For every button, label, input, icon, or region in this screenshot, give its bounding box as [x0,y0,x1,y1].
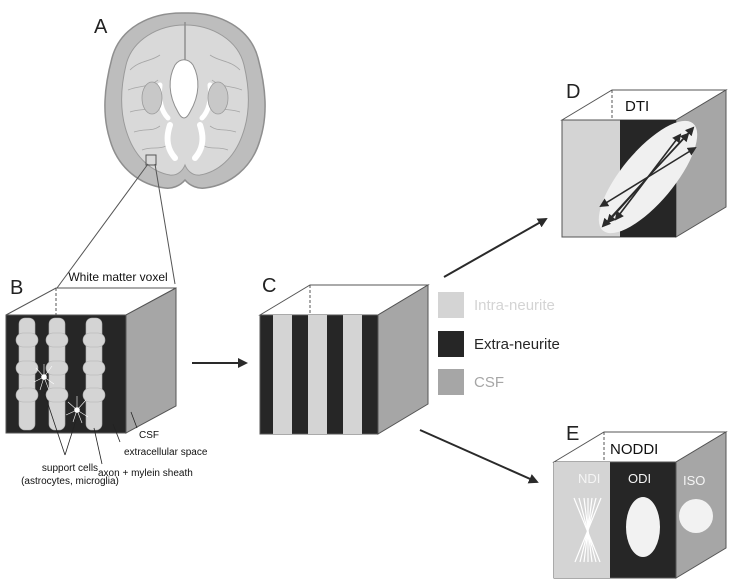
voxel-d: DTI [560,89,728,238]
noddi-title: NODDI [610,441,658,458]
ndi-fiber-fan [573,497,602,563]
label-support-cells-2: (astrocytes, microglia) [21,476,119,487]
voxel-e: NODDI NDI ODI ISO [552,431,728,579]
brain-illustration [104,12,266,189]
zoom-line-left [56,163,149,289]
label-extracellular: extracellular space [124,447,208,458]
legend-label-extra: Extra-neurite [474,336,560,353]
label-support-cells-1: support cells [42,463,98,474]
tensor-arrows [599,126,697,228]
odi-ellipse [626,497,660,557]
iso-label: ISO [683,473,705,488]
annotation-pointers [43,391,138,465]
voxel-marker [145,154,157,166]
voxel-c [258,284,430,435]
panel-c-label: C [262,275,276,297]
voxel-b [5,287,177,434]
legend-label-csf: CSF [474,374,504,391]
dti-title: DTI [625,98,649,115]
iso-circle [679,499,713,533]
label-csf-b: CSF [139,430,159,441]
arrow-c-to-e [419,429,539,484]
zoom-line-right [154,163,176,285]
glial-cells [33,364,89,424]
panel-b-label: B [10,277,23,299]
arrow-c-to-d [443,218,548,278]
legend-label-intra: Intra-neurite [474,297,555,314]
axon-bundle [15,317,106,431]
legend-swatch-extra [438,331,464,357]
legend-swatch-csf [438,369,464,395]
legend: Intra-neurite Extra-neurite CSF [438,292,560,395]
ndi-label: NDI [578,471,600,486]
voxel-title: White matter voxel [68,270,167,284]
panel-d-label: D [566,81,580,103]
legend-swatch-intra [438,292,464,318]
odi-label: ODI [628,471,651,486]
panel-a-label: A [94,16,108,38]
panel-e-label: E [566,423,579,445]
label-axon: axon + mylein sheath [98,468,193,479]
